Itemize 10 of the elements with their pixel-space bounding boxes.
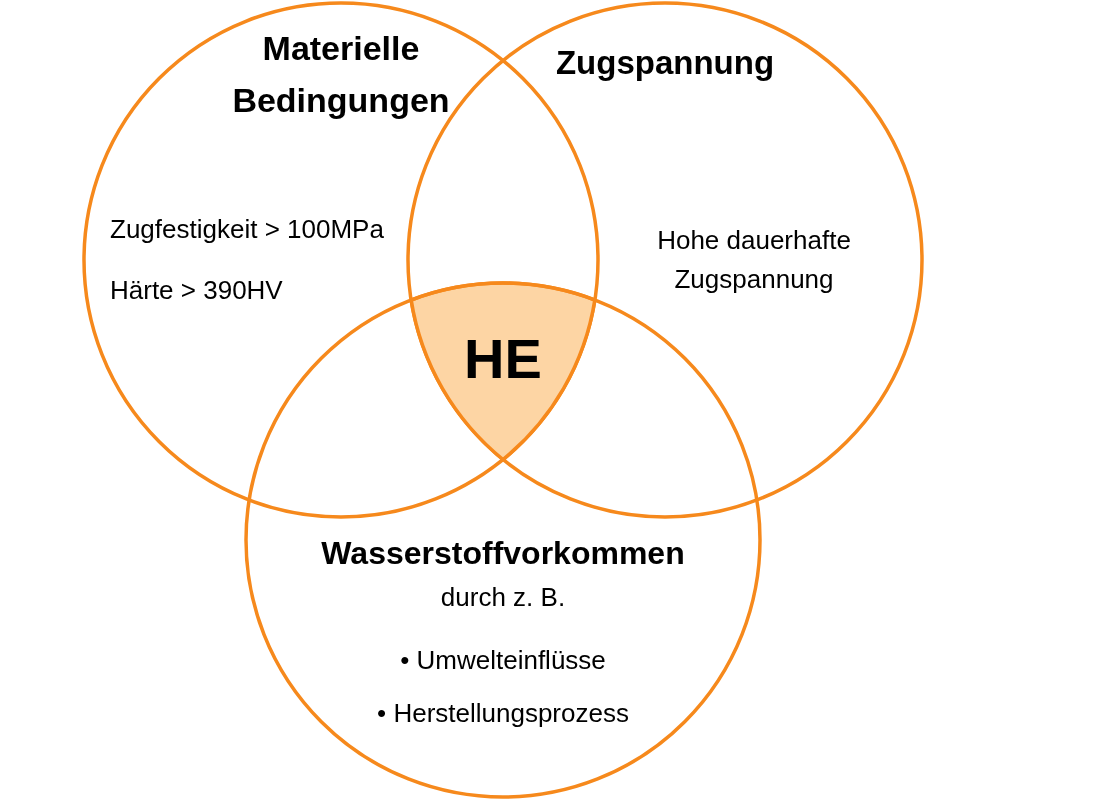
bullet-item: • Umwelteinflüsse <box>400 644 606 676</box>
condition-text: durch z. B. <box>440 581 566 613</box>
condition-text: Härte > 390HV <box>110 274 283 306</box>
circle-heading: Wasserstoffvorkommen <box>321 534 685 573</box>
circle-heading: Materielle Bedingungen <box>231 28 451 121</box>
condition-text: Zugfestigkeit > 100MPa <box>110 213 384 245</box>
condition-text: Hohe dauerhafte Zugspannung <box>656 224 852 296</box>
intersection-label: HE <box>464 331 542 387</box>
bullet-item: • Herstellungsprozess <box>377 697 629 729</box>
circle-heading: Zugspannung <box>555 43 775 83</box>
